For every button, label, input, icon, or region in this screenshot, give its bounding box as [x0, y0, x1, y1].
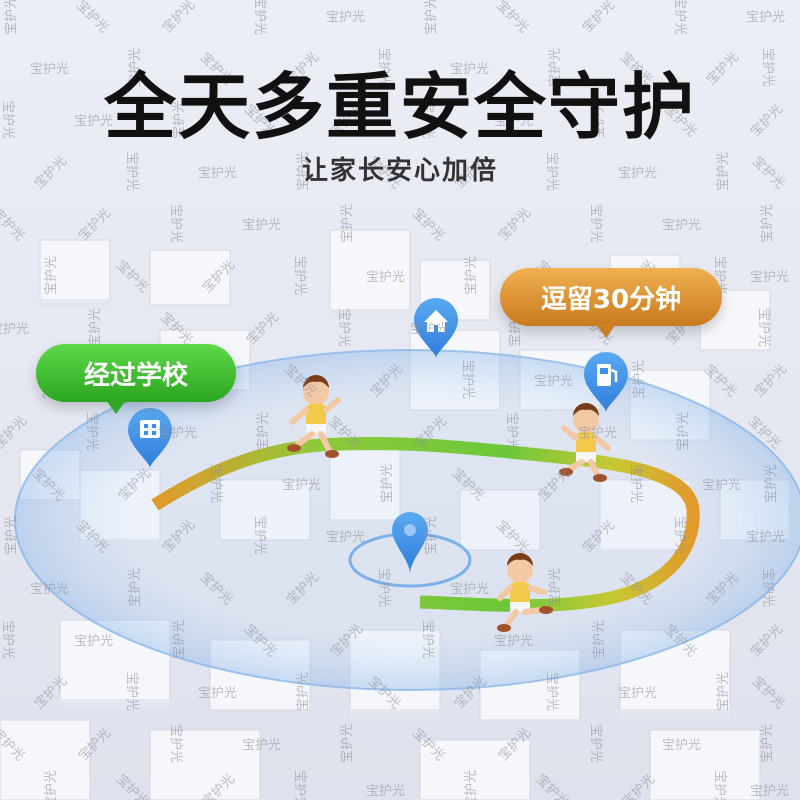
- school-label: 经过学校: [36, 344, 236, 414]
- location-pin-icon: [392, 512, 428, 574]
- running-child-figure: [559, 403, 611, 482]
- stay-duration-label: 逗留30分钟: [500, 268, 722, 338]
- stay-duration-label-text: 逗留30分钟: [540, 284, 682, 315]
- gas-station-pin-icon: [584, 352, 628, 412]
- subtitle: 让家长安心加倍: [301, 156, 498, 186]
- school-pin-icon: [414, 298, 458, 358]
- building-pin-icon: [128, 408, 172, 468]
- school-label-text: 经过学校: [83, 360, 188, 391]
- running-child-figure: [497, 553, 553, 632]
- running-child-figure: [287, 375, 341, 458]
- headline: 全天多重安全守护: [103, 65, 696, 149]
